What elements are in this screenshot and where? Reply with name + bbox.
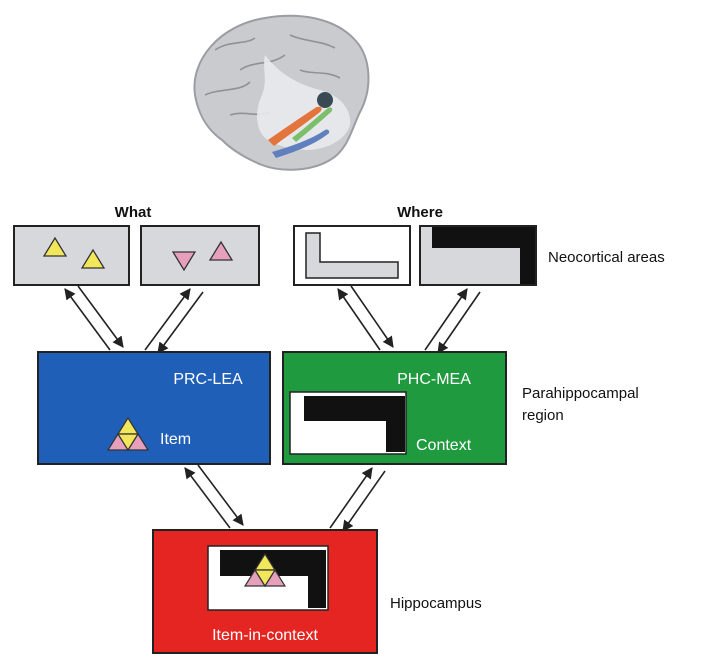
yellow-triangle bbox=[80, 248, 106, 269]
prc-lea-item-label: Item bbox=[160, 431, 191, 448]
hippocampus-box: Item-in-context bbox=[152, 529, 378, 654]
brain-illustration bbox=[193, 14, 370, 171]
phc-mea-title: PHC-MEA bbox=[397, 371, 471, 388]
neocortical-areas-label: Neocortical areas bbox=[548, 249, 665, 266]
triangle-cluster-icon bbox=[106, 416, 150, 452]
item-in-context-label: Item-in-context bbox=[212, 627, 318, 644]
phc-mea-box: PHC-MEA Context bbox=[282, 351, 507, 465]
bidirectional-arrow bbox=[184, 464, 386, 532]
neocortical-what-box-2 bbox=[140, 225, 260, 286]
neocortical-where-box-2 bbox=[419, 225, 537, 286]
pink-triangle bbox=[208, 240, 234, 261]
brain-green-region bbox=[292, 107, 333, 142]
item-in-context-shape bbox=[207, 545, 329, 611]
what-header: What bbox=[115, 204, 152, 221]
where-header: Where bbox=[397, 204, 443, 221]
brain-blue-region bbox=[272, 129, 330, 158]
prc-lea-box: PRC-LEA Item bbox=[37, 351, 271, 465]
prc-lea-title: PRC-LEA bbox=[173, 371, 243, 388]
context-shape bbox=[289, 391, 407, 455]
parahippocampal-label-line1: Parahippocampal bbox=[522, 385, 639, 402]
hippocampus-side-label: Hippocampus bbox=[390, 595, 482, 612]
brain-orange-region bbox=[268, 106, 322, 146]
neocortical-where-box-1 bbox=[293, 225, 411, 286]
phc-mea-context-label: Context bbox=[416, 437, 472, 454]
neocortical-what-box-1 bbox=[13, 225, 130, 286]
yellow-triangle bbox=[42, 236, 68, 257]
pink-triangle bbox=[171, 251, 197, 272]
bidirectional-arrow bbox=[64, 285, 481, 354]
parahippocampal-label-line2: region bbox=[522, 407, 564, 424]
